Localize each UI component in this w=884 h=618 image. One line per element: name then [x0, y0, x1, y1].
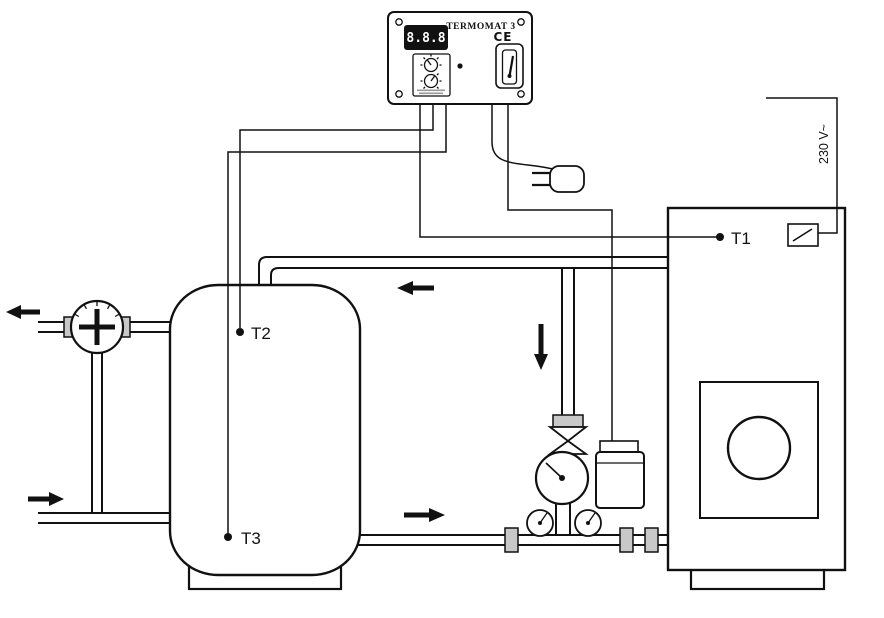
pipe-union: [619, 527, 634, 553]
fine-print-line: [419, 92, 443, 95]
display-readout: 8.8.8: [406, 31, 445, 46]
pump-needle: [545, 462, 563, 479]
indicator-led: [457, 63, 463, 69]
pump-motor-box: [595, 451, 645, 509]
pump-hub: [559, 475, 565, 481]
wiring: [224, 97, 838, 541]
knob-ticks: [420, 73, 442, 89]
sensor-point-t3: [224, 533, 232, 541]
pump-cable: [507, 104, 613, 441]
diff-knob-pointer: [430, 75, 436, 82]
valve-cross: [79, 309, 115, 345]
pipe-union: [644, 527, 659, 553]
mains-cable: [766, 97, 838, 234]
sensor-wire-t2: [239, 104, 434, 328]
controller-title: TERMOMAT 3: [446, 22, 515, 32]
label-t3: T3: [241, 529, 261, 548]
check-valve-union: [552, 414, 584, 428]
tank-body: [168, 283, 362, 577]
sensor-wire-t1: [419, 104, 717, 238]
flow-arrow-down-icon: [534, 324, 548, 370]
plug-prongs: [532, 171, 550, 187]
flow-arrow-left-icon: [397, 281, 434, 295]
label-t2: T2: [251, 324, 271, 343]
temp-knob-pointer: [426, 59, 432, 66]
wall-socket: [787, 223, 819, 247]
digital-display: [404, 25, 448, 50]
boiler: [666, 206, 847, 591]
switch-pivot: [507, 74, 512, 78]
controller: 8.8.8 TERMOMAT 3 CE: [387, 11, 533, 105]
screw: [395, 18, 403, 26]
thermometer-needle: [587, 512, 596, 524]
switch-lever: [508, 55, 515, 77]
top-supply-pipe: [258, 256, 668, 287]
sensor-point-t2: [236, 328, 244, 336]
plug-body: [549, 165, 585, 193]
label-mains-voltage: 230 V~: [817, 124, 831, 164]
thermometer-hub: [586, 521, 590, 525]
switch-rocker: [501, 49, 518, 85]
flow-arrow-in-icon: [28, 492, 64, 506]
knob-ticks: [420, 54, 442, 66]
pipe-union: [504, 527, 519, 553]
flow-arrow-right-icon: [404, 508, 445, 522]
fine-print-line: [417, 89, 445, 92]
label-t1: T1: [731, 229, 751, 248]
pump-group: [504, 414, 659, 553]
power-switch[interactable]: [495, 43, 524, 89]
top-supply-pipe: [270, 267, 668, 287]
flow-arrows: [6, 281, 548, 522]
burner-circle: [726, 415, 792, 481]
screw: [517, 18, 525, 26]
thermometer-hub: [538, 521, 542, 525]
screw: [517, 90, 525, 98]
check-valve-cone: [547, 426, 589, 443]
screw: [395, 90, 403, 98]
power-plug: [532, 165, 585, 193]
thermometer-needle: [539, 512, 548, 524]
accumulator-tank: [168, 283, 362, 591]
sensor-wire-t3: [227, 104, 447, 533]
ce-mark: CE: [493, 30, 512, 44]
sensor-point-t1: [716, 233, 724, 241]
valve-scale-ticks: [74, 301, 120, 318]
flow-arrow-out-icon: [6, 305, 40, 319]
mixing-valve: [63, 299, 131, 355]
wall-socket-switch: [792, 228, 813, 242]
